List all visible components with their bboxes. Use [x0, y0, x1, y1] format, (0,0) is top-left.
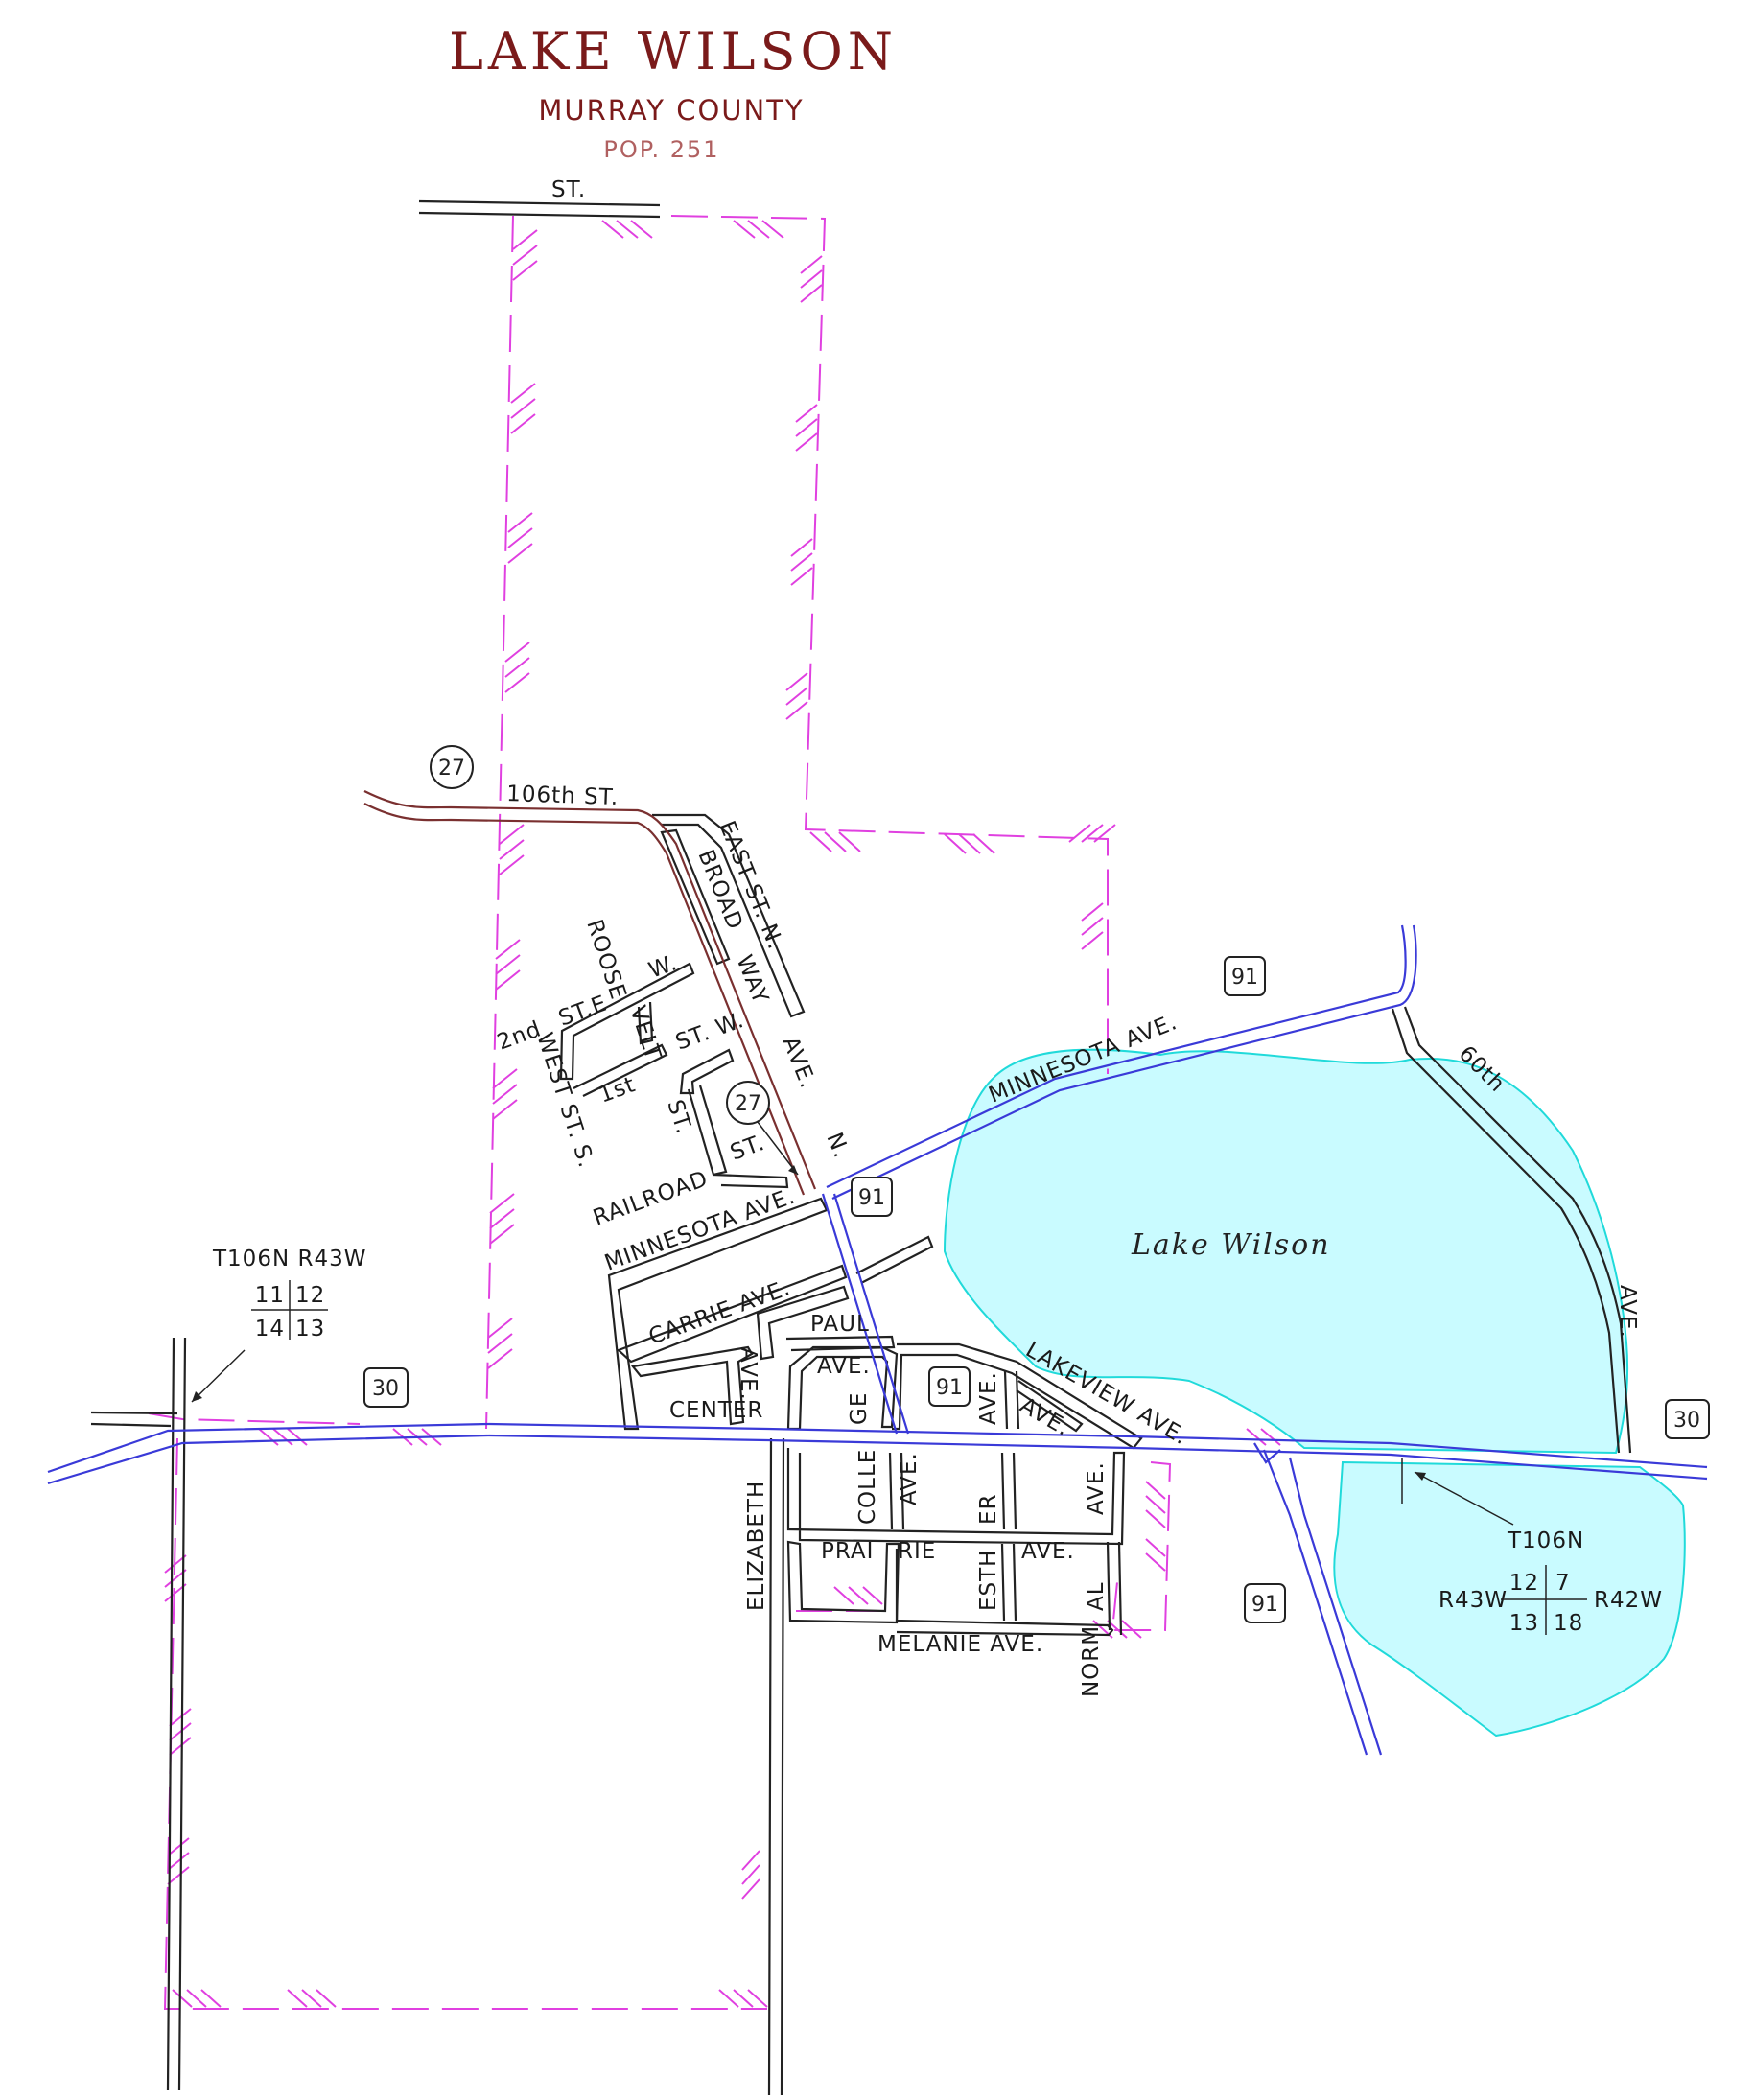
- township-east: T106N: [1507, 1528, 1584, 1553]
- street-label-st-top: ST.: [551, 177, 586, 202]
- map-title: LAKE WILSON: [449, 21, 898, 82]
- street-label-1st: 1st: [596, 1072, 639, 1108]
- section-corner-east: T106N R43W R42W 12 7 13 18: [1401, 1458, 1663, 1636]
- lake-name-label: Lake Wilson: [1131, 1228, 1331, 1262]
- hwy-30-shield-east: 30: [1665, 1399, 1710, 1439]
- county-road-27: [363, 790, 817, 1196]
- range-west: R43W: [1438, 1588, 1508, 1613]
- street-label-ave-e: AVE.: [736, 1347, 760, 1401]
- street-label-n: N.: [821, 1130, 854, 1162]
- section-12-west: 12: [295, 1283, 325, 1308]
- svg-text:27: 27: [735, 1092, 761, 1116]
- street-label-er: ER: [976, 1493, 1001, 1525]
- hwy-91-shield-town: 91: [851, 1177, 893, 1217]
- street-label-paul: PAUL: [810, 1312, 870, 1337]
- street-label-prairie-1: PRAI: [821, 1539, 874, 1564]
- lake-wilson-water: [943, 1048, 1629, 1455]
- street-label-colle-upper: GE: [847, 1392, 872, 1425]
- hwy-91-shield-south: 91: [1244, 1583, 1286, 1623]
- street-label-st-w: ST. W.: [672, 1008, 747, 1056]
- township-west: T106N R43W: [212, 1247, 366, 1272]
- svg-text:91: 91: [1251, 1593, 1278, 1617]
- county-name: MURRAY COUNTY: [538, 94, 804, 127]
- svg-text:91: 91: [858, 1186, 885, 1210]
- section-13-west: 13: [295, 1317, 325, 1342]
- street-label-w: W.: [645, 950, 681, 983]
- state-highways: [47, 924, 1708, 1756]
- section-12-east: 12: [1509, 1571, 1539, 1596]
- section-corner-west: T106N R43W 11 12 14 13: [191, 1247, 366, 1403]
- street-label-west-st-s: WEST ST. S.: [531, 1030, 598, 1172]
- svg-text:30: 30: [1673, 1409, 1700, 1433]
- section-14-west: 14: [255, 1317, 285, 1342]
- range-east: R42W: [1594, 1588, 1663, 1613]
- street-label-ave-n: AVE.: [777, 1034, 820, 1093]
- svg-text:91: 91: [1231, 966, 1258, 990]
- street-label-st-e: ST.E: [555, 992, 611, 1032]
- street-label-al: AL: [1084, 1581, 1109, 1611]
- svg-text:91: 91: [936, 1376, 963, 1400]
- county-road-27-shield-2: 27: [726, 1081, 770, 1125]
- street-label-velt: VELT: [624, 1003, 666, 1063]
- corporate-limits: [148, 215, 1172, 2010]
- street-label-ave-paul: AVE.: [817, 1354, 871, 1379]
- street-label-norm: NORM: [1079, 1625, 1104, 1697]
- hwy-91-shield-center: 91: [928, 1366, 971, 1407]
- street-label-colle-lower: COLLE: [855, 1449, 880, 1525]
- street-label-ave-college: AVE.: [897, 1452, 922, 1505]
- street-label-ave-60th: AVE.: [1615, 1285, 1640, 1339]
- street-label-ave-91: AVE.: [976, 1371, 1001, 1425]
- hwy-30-shield-west: 30: [363, 1367, 409, 1408]
- street-label-elizabeth: ELIZABETH: [744, 1481, 769, 1611]
- street-label-melanie: MELANIE AVE.: [877, 1632, 1043, 1657]
- street-label-prairie-2: RIE: [898, 1539, 936, 1564]
- section-7-east: 7: [1555, 1571, 1571, 1596]
- street-label-st-rail: ST.: [662, 1097, 696, 1137]
- svg-text:27: 27: [438, 757, 465, 781]
- section-11-west: 11: [255, 1283, 285, 1308]
- street-label-st-27: ST.: [727, 1131, 768, 1166]
- leader-arrowhead-27: [788, 1165, 798, 1175]
- street-label-ave-er: AVE.: [1084, 1461, 1109, 1515]
- population: POP. 251: [603, 136, 719, 163]
- leader-arrow-27: [757, 1121, 799, 1176]
- local-roads: [90, 199, 1632, 2096]
- svg-text:30: 30: [372, 1377, 399, 1401]
- section-13-east: 13: [1509, 1611, 1539, 1636]
- street-label-center: CENTER: [669, 1398, 763, 1423]
- street-label-ave-prairie: AVE.: [1021, 1539, 1075, 1564]
- street-label-roose: ROOSE: [581, 917, 630, 1003]
- section-18-east: 18: [1554, 1611, 1583, 1636]
- street-label-esth: ESTH: [976, 1550, 1001, 1611]
- hwy-91-shield-north: 91: [1224, 956, 1266, 996]
- street-label-106th: 106th ST.: [506, 782, 620, 810]
- county-road-27-shield: 27: [430, 745, 474, 789]
